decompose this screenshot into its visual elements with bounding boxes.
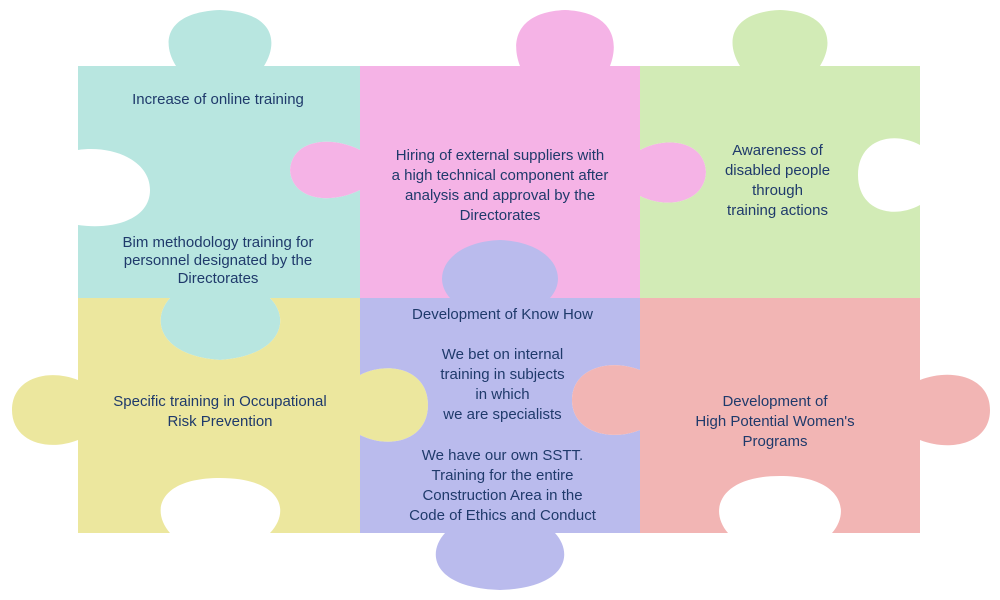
puzzle-piece-bottom-right [572, 298, 990, 533]
puzzle-piece-top-center [290, 10, 706, 298]
label-disabled-awareness: Awareness of disabled people through tra… [724, 142, 831, 219]
label-women-programs: Development of High Potential Women's Pr… [695, 393, 855, 450]
label-know-how: Development of Know How [412, 306, 593, 323]
label-bim-training: Bim methodology training for personnel d… [122, 234, 314, 287]
label-internal-training: We bet on internal training in subjects … [440, 346, 565, 423]
label-online-training: Increase of online training [132, 91, 304, 108]
puzzle-piece-bottom-center [360, 240, 640, 590]
puzzle-piece-top-left [78, 10, 360, 360]
label-sstt-training: We have our own SSTT. Training for the e… [409, 447, 596, 524]
label-risk-prevention: Specific training in Occupational Risk P… [113, 393, 327, 430]
puzzle-piece-bottom-left [12, 298, 428, 533]
puzzle-piece-top-right [640, 10, 920, 298]
label-external-suppliers: Hiring of external suppliers with a high… [391, 147, 609, 224]
